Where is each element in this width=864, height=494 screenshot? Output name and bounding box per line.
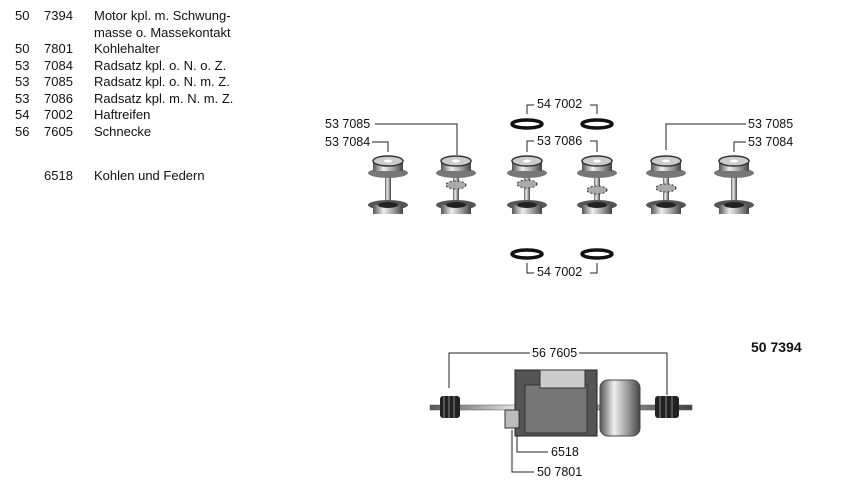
part-number: 7085	[44, 74, 73, 89]
part-prefix: 53	[15, 74, 30, 89]
motor	[429, 369, 693, 437]
part-description: Radsatz kpl. o. N. o. Z.	[94, 58, 227, 73]
part-number: 7605	[44, 124, 73, 139]
label-547002-top: 54 7002	[535, 97, 585, 111]
part-prefix: 53	[15, 58, 30, 73]
part-description: Kohlehalter	[94, 41, 160, 56]
part-number: 7084	[44, 58, 73, 73]
part-prefix: 50	[15, 8, 30, 23]
part-description: Haftreifen	[94, 107, 151, 122]
parts-row: 50 7394 Motor kpl. m. Schwung-masse o. Mas…	[0, 8, 260, 42]
part-description: masse o. Massekontakt	[94, 25, 231, 40]
motor-title: 50 7394	[749, 339, 804, 355]
part-prefix: 56	[15, 124, 30, 139]
part-prefix: 50	[15, 41, 30, 56]
part-number: 7086	[44, 91, 73, 106]
label-537086: 53 7086	[535, 134, 585, 148]
label-547002-bottom: 54 7002	[535, 265, 585, 279]
part-number: 6518	[44, 168, 73, 183]
part-number: 7394	[44, 8, 73, 23]
part-description: Kohlen und Federn	[94, 168, 205, 183]
part-description: Motor kpl. m. Schwung-	[94, 8, 231, 23]
label-537084-left: 53 7084	[323, 135, 373, 149]
part-description: Radsatz kpl. m. N. m. Z.	[94, 91, 234, 106]
part-number: 7801	[44, 41, 73, 56]
label-537084-right: 53 7084	[746, 135, 796, 149]
part-prefix: 54	[15, 107, 30, 122]
traction-tyres	[510, 118, 614, 260]
wheelsets	[367, 155, 755, 215]
label-537085-right: 53 7085	[746, 117, 796, 131]
part-prefix: 53	[15, 91, 30, 106]
part-description: Radsatz kpl. o. N. m. Z.	[94, 74, 230, 89]
label-567605: 56 7605	[530, 346, 580, 360]
label-537085-left: 53 7085	[323, 117, 373, 131]
part-number: 7002	[44, 107, 73, 122]
label-507801: 50 7801	[535, 465, 585, 479]
part-description: Schnecke	[94, 124, 152, 139]
label-6518: 6518	[549, 445, 581, 459]
